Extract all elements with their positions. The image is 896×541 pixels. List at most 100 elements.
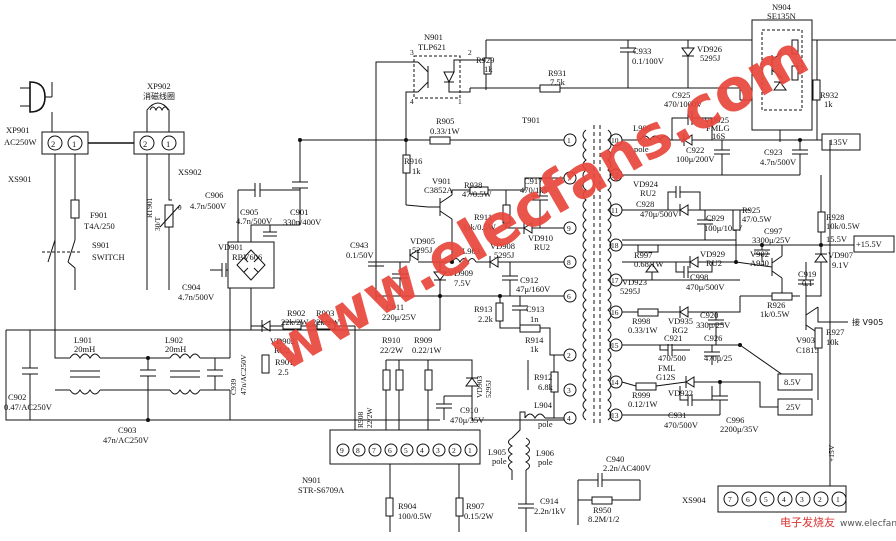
svg-text:C919: C919 xyxy=(798,269,816,279)
svg-text:3: 3 xyxy=(800,495,804,504)
svg-text:R925: R925 xyxy=(742,205,760,215)
svg-text:F901: F901 xyxy=(90,210,107,220)
svg-text:47n/AC250V: 47n/AC250V xyxy=(103,435,150,445)
svg-text:RU2: RU2 xyxy=(706,258,722,268)
svg-text:6: 6 xyxy=(567,292,571,301)
svg-text:1: 1 xyxy=(458,97,462,106)
resistor-r997 xyxy=(637,244,659,253)
resistor-r999 xyxy=(635,382,657,391)
svg-text:C910: C910 xyxy=(460,405,478,415)
svg-text:C914: C914 xyxy=(540,496,559,506)
svg-text:R911: R911 xyxy=(474,212,492,222)
capacitor-c931 xyxy=(679,386,713,406)
svg-text:7.5k: 7.5k xyxy=(550,77,566,87)
capacitor-c903 xyxy=(140,358,156,420)
ac-plug-icon xyxy=(20,81,52,113)
resistor-r909 xyxy=(424,369,433,391)
svg-text:5295J: 5295J xyxy=(484,380,493,398)
svg-text:pole: pole xyxy=(634,144,649,154)
svg-text:8: 8 xyxy=(356,446,360,455)
svg-text:0.22/1W: 0.22/1W xyxy=(412,345,442,355)
svg-text:RU2: RU2 xyxy=(534,242,550,252)
svg-text:VD923: VD923 xyxy=(622,277,647,287)
xs904-ref: XS904 xyxy=(682,495,706,505)
svg-text:C921: C921 xyxy=(664,333,682,343)
svg-text:2.2n/1kV: 2.2n/1kV xyxy=(534,506,567,516)
svg-text:VD929: VD929 xyxy=(700,249,725,259)
svg-text:7: 7 xyxy=(372,446,376,455)
capacitor-c905 xyxy=(263,225,277,237)
svg-text:13: 13 xyxy=(611,411,619,420)
svg-text:R926: R926 xyxy=(767,300,785,310)
svg-text:VD903: VD903 xyxy=(475,376,484,398)
thermistor-rt901 xyxy=(159,204,181,228)
svg-text:0.12/1W: 0.12/1W xyxy=(628,399,658,409)
svg-text:2200μ/35V: 2200μ/35V xyxy=(720,424,759,434)
svg-text:C998: C998 xyxy=(690,272,708,282)
inductor-l904 xyxy=(524,413,546,419)
resistor-r928 xyxy=(817,211,826,233)
capacitor-c901 xyxy=(292,140,308,225)
svg-text:R997: R997 xyxy=(634,250,652,260)
svg-text:T4A/250: T4A/250 xyxy=(84,221,115,231)
ic-n901-str: 9 8 7 6 5 4 3 2 1 xyxy=(329,429,481,465)
svg-text:5295J: 5295J xyxy=(412,245,433,255)
capacitor-c902 xyxy=(22,330,38,420)
inductor-l903 xyxy=(451,258,477,264)
capacitor-c925 xyxy=(671,111,713,140)
transformer-t901 xyxy=(582,125,612,425)
svg-text:C3852A: C3852A xyxy=(424,185,454,195)
svg-text:0.68/1W: 0.68/1W xyxy=(634,259,664,269)
resistor-r905 xyxy=(429,136,451,145)
inductor-l905-l906 xyxy=(508,437,530,471)
svg-text:470/500: 470/500 xyxy=(658,353,686,363)
svg-text:330n/400V: 330n/400V xyxy=(283,217,322,227)
svg-text:R903: R903 xyxy=(316,308,334,318)
resistor-r907 xyxy=(455,497,464,517)
svg-text:1: 1 xyxy=(836,495,840,504)
svg-text:R928: R928 xyxy=(826,212,844,222)
svg-text:G12S: G12S xyxy=(656,372,676,382)
svg-text:C901: C901 xyxy=(290,207,308,217)
svg-text:1: 1 xyxy=(567,136,571,145)
svg-text:A940: A940 xyxy=(750,258,769,268)
diode-vd926 xyxy=(681,40,695,88)
svg-text:100μ/100V: 100μ/100V xyxy=(704,223,743,233)
svg-text:VD907: VD907 xyxy=(828,250,853,260)
svg-text:R905: R905 xyxy=(436,116,454,126)
svg-text:470μ/25: 470μ/25 xyxy=(704,353,732,363)
svg-text:220μ/25V: 220μ/25V xyxy=(382,312,417,322)
capacitor-c904 xyxy=(210,263,228,277)
svg-text:9: 9 xyxy=(567,224,571,233)
svg-text:25V: 25V xyxy=(786,402,802,412)
svg-text:R908: R908 xyxy=(356,411,365,428)
svg-text:R910: R910 xyxy=(382,335,400,345)
capacitor-c943 xyxy=(368,255,384,267)
optocoupler-n901 xyxy=(413,55,461,99)
svg-text:L905: L905 xyxy=(488,447,506,457)
svg-text:VD922: VD922 xyxy=(668,388,693,398)
svg-text:2: 2 xyxy=(143,139,147,149)
svg-text:C929: C929 xyxy=(706,213,724,223)
capacitor-c914 xyxy=(518,490,534,532)
svg-text:5: 5 xyxy=(404,446,408,455)
svg-text:R916: R916 xyxy=(404,156,422,166)
svg-text:pole: pole xyxy=(538,419,553,429)
svg-text:C926: C926 xyxy=(704,333,722,343)
svg-text:C906: C906 xyxy=(205,190,223,200)
svg-text:1: 1 xyxy=(468,446,472,455)
svg-text:www.elecfans.com: www.elecfans.com xyxy=(840,519,896,529)
t901-ref: T901 xyxy=(522,115,540,125)
svg-text:R931: R931 xyxy=(548,68,566,78)
svg-text:R999: R999 xyxy=(632,390,650,400)
capacitor-c929 xyxy=(697,210,713,240)
svg-text:17: 17 xyxy=(611,276,619,285)
capacitor-c911 xyxy=(392,262,408,296)
svg-text:135V: 135V xyxy=(829,137,849,147)
svg-text:0.1/50V: 0.1/50V xyxy=(346,250,374,260)
svg-text:R904: R904 xyxy=(398,501,417,511)
switch-s901 xyxy=(42,239,80,263)
svg-text:R912: R912 xyxy=(534,372,552,382)
svg-text:20mH: 20mH xyxy=(74,344,95,354)
